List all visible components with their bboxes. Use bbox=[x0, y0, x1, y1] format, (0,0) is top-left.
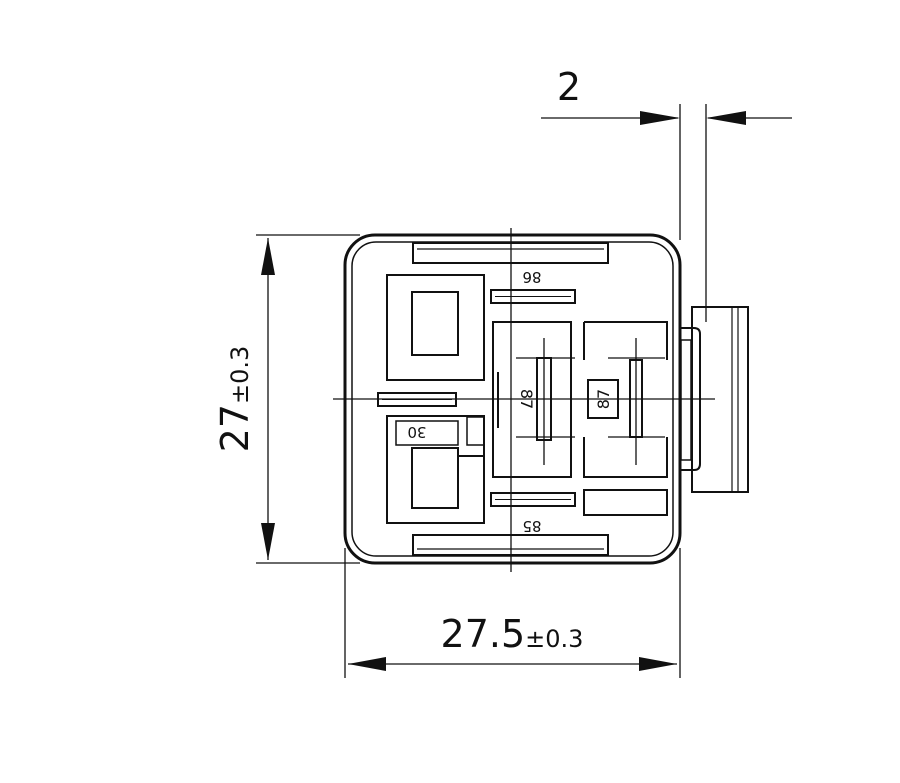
left-upper-block bbox=[386, 274, 485, 381]
height-tolerance: ±0.3 bbox=[226, 346, 254, 404]
width-dimension bbox=[344, 548, 681, 678]
width-dimension-label: 27.5±0.3 bbox=[441, 612, 584, 656]
left-lower-block bbox=[386, 415, 485, 524]
terminal-86-blade bbox=[490, 289, 576, 304]
label-terminal-87a: 87 bbox=[594, 389, 613, 409]
right-blocks bbox=[583, 321, 668, 516]
height-dimension bbox=[256, 234, 360, 564]
label-terminal-85: 85 bbox=[522, 517, 541, 535]
tab-offset-dimension bbox=[541, 104, 792, 322]
terminal-85-blade bbox=[490, 492, 576, 507]
height-value: 27 bbox=[213, 404, 257, 452]
label-terminal-30: 30 bbox=[407, 423, 426, 441]
width-value: 27.5 bbox=[441, 612, 526, 656]
width-tolerance: ±0.3 bbox=[525, 625, 583, 653]
height-dimension-label: 27±0.3 bbox=[213, 346, 257, 453]
label-terminal-86: 86 bbox=[522, 268, 541, 286]
tab-offset-label: 2 bbox=[557, 65, 581, 109]
center-lines bbox=[333, 228, 715, 572]
label-terminal-87: 87 bbox=[517, 389, 536, 409]
